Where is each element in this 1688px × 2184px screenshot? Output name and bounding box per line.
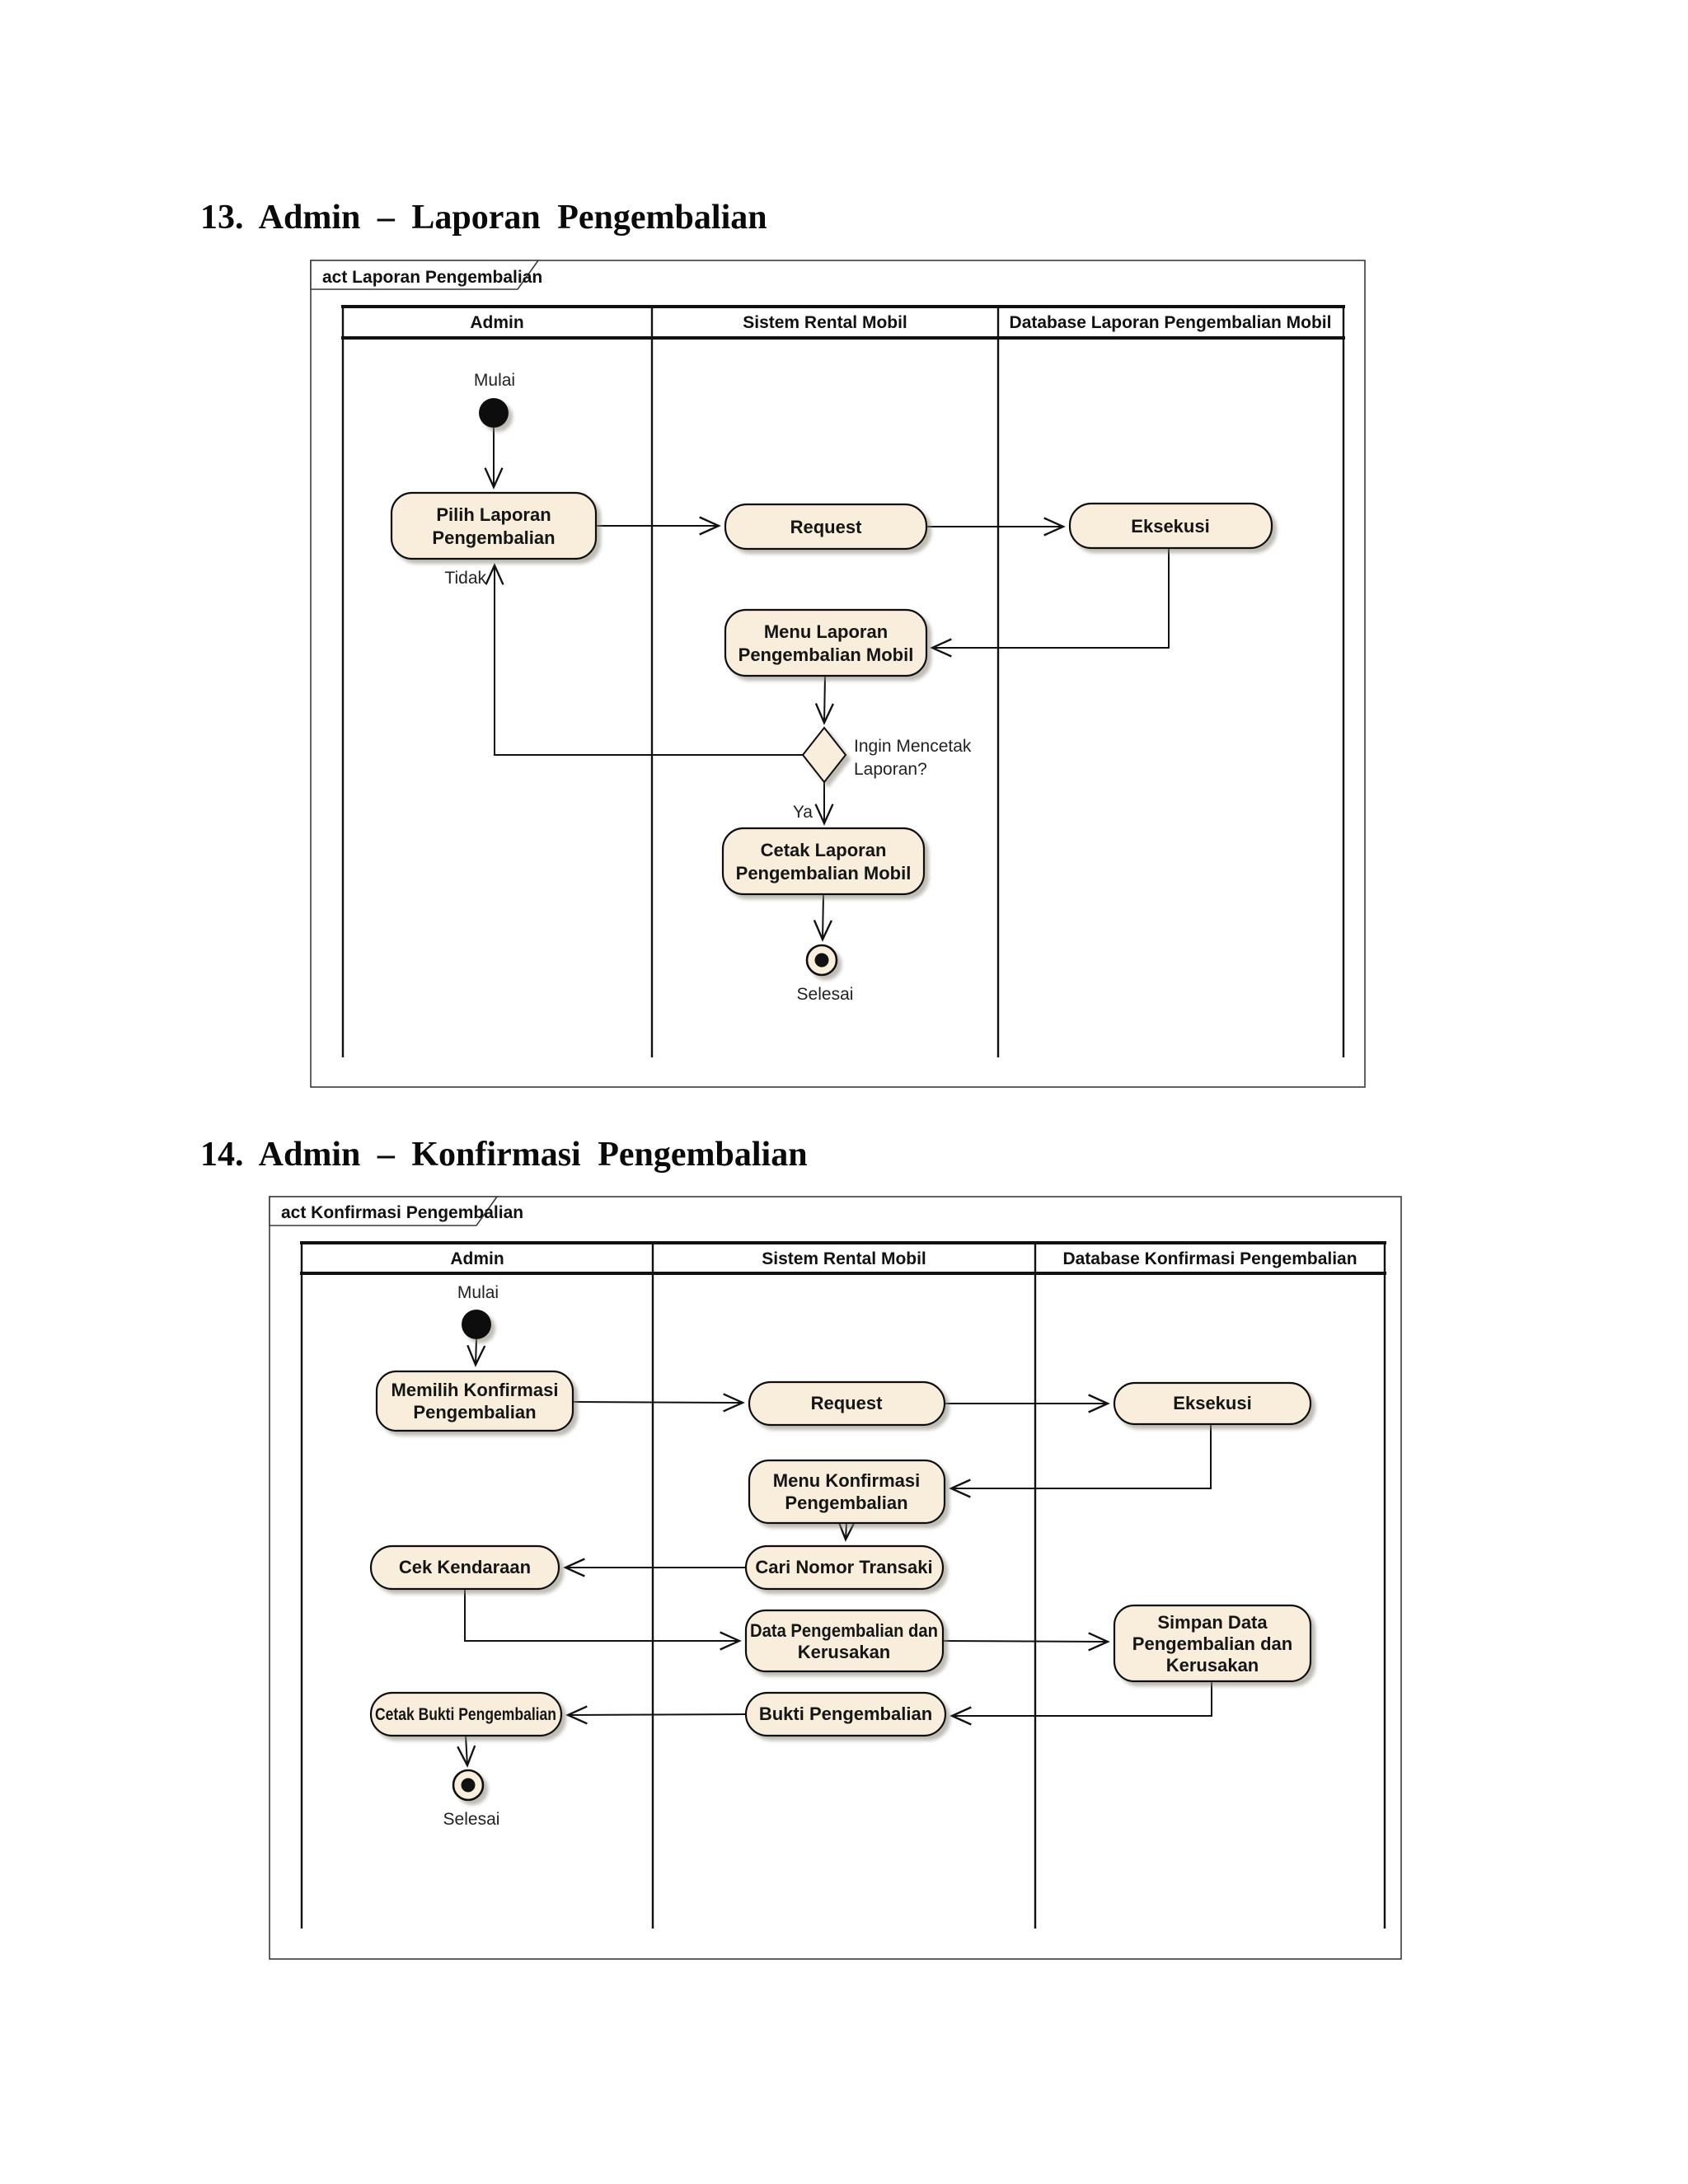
- flow-menu-to-decision: [814, 675, 834, 725]
- activity-shape: [748, 1380, 946, 1427]
- activity-label-line2: Pengembalian dan: [1132, 1633, 1292, 1654]
- frame-border: [310, 260, 1366, 1088]
- activity-shape: [1113, 1604, 1312, 1683]
- activity-shape: [1068, 502, 1273, 550]
- activity-label-line1: Cetak Bukti Pengembalian: [375, 1705, 556, 1724]
- frame-tab: [269, 1196, 499, 1226]
- end-node: Selesai: [797, 944, 854, 1004]
- activity-label-line1: Eksekusi: [1131, 516, 1209, 537]
- flow-eksekusi-to-menu: [930, 548, 1170, 658]
- decision-yes-label: Ya: [793, 803, 813, 822]
- activity-label-line2: Kerusakan: [798, 1642, 891, 1662]
- activity-label-line1: Pilih Laporan: [436, 504, 551, 525]
- lane-header-system: Sistem Rental Mobil: [743, 313, 907, 332]
- activity-label-line2: Pengembalian: [413, 1402, 536, 1422]
- end-node-inner: [814, 953, 829, 968]
- activity-shape: [1113, 1381, 1312, 1426]
- lane-header-admin: Admin: [450, 1249, 504, 1268]
- frame-border: [269, 1196, 1402, 1960]
- activity-menu-konfirmasi: Menu Konfirmasi Pengembalian: [748, 1459, 946, 1525]
- flow-decision-tidak-loop: [485, 563, 803, 756]
- section-13-heading: 13. Admin – Laporan Pengembalian: [200, 199, 767, 237]
- lane-header-admin: Admin: [470, 313, 523, 332]
- end-node-inner: [461, 1778, 476, 1793]
- lane-header-system: Sistem Rental Mobil: [762, 1249, 926, 1268]
- activity-label-line1: Bukti Pengembalian: [759, 1704, 932, 1724]
- activity-shape: [748, 1459, 946, 1525]
- activity-shape: [375, 1370, 574, 1432]
- activity-label-line3: Kerusakan: [1166, 1655, 1259, 1675]
- activity-eksekusi: Eksekusi: [1068, 502, 1273, 550]
- activity-cari-nomor-transaki: Cari Nomor Transaki: [744, 1544, 945, 1591]
- frame-tab: [310, 260, 540, 290]
- decision-question-line1: Ingin Mencetak: [854, 737, 972, 756]
- swimlane-table: Admin Sistem Rental Mobil Database Konfi…: [300, 1241, 1386, 1929]
- activity-shape: [721, 827, 926, 896]
- activity-label-line2: Pengembalian: [432, 527, 555, 548]
- activity-label-line1: Menu Laporan: [764, 621, 888, 642]
- decision-diamond: [801, 726, 847, 784]
- activity-cetak-laporan: Cetak Laporan Pengembalian Mobil: [721, 827, 926, 896]
- flow-bukti-to-cetakbukti: [565, 1705, 747, 1725]
- section-14-heading: 14. Admin – Konfirmasi Pengembalian: [200, 1136, 808, 1174]
- diagram-konfirmasi-pengembalian: act Konfirmasi Pengembalian Admin Sistem…: [269, 1196, 1402, 1960]
- start-label: Mulai: [474, 371, 515, 390]
- activity-simpan-data: Simpan Data Pengembalian dan Kerusakan: [1113, 1604, 1312, 1683]
- lane-header-database: Database Laporan Pengembalian Mobil: [1010, 313, 1332, 332]
- end-label: Selesai: [797, 985, 854, 1004]
- frame-tab-label: act Laporan Pengembalian: [322, 268, 542, 287]
- flow-cek-to-data: [464, 1589, 742, 1651]
- start-node: [462, 1310, 491, 1339]
- flow-cetakbukti-to-end: [457, 1735, 476, 1768]
- activity-label-line2: Pengembalian: [785, 1493, 907, 1513]
- activity-label-line1: Cek Kendaraan: [399, 1557, 531, 1577]
- activity-label-line1: Simpan Data: [1157, 1612, 1268, 1633]
- activity-shape: [724, 503, 928, 551]
- flow-eksekusi-to-menu: [949, 1424, 1212, 1498]
- activity-label-line1: Menu Konfirmasi: [773, 1470, 920, 1491]
- activity-shape: [369, 1544, 560, 1591]
- activity-data-pengembalian: Data Pengembalian dan Kerusakan: [744, 1609, 945, 1673]
- activity-shape: [390, 491, 598, 560]
- activity-eksekusi: Eksekusi: [1113, 1381, 1312, 1426]
- activity-label-line2: Pengembalian Mobil: [738, 644, 914, 665]
- activity-label-line1: Request: [811, 1393, 883, 1413]
- activity-shape: [724, 608, 928, 677]
- decision-ingin-mencetak: Ingin Mencetak Laporan? Tidak Ya: [444, 569, 971, 822]
- activity-label-line2: Pengembalian Mobil: [736, 863, 912, 883]
- start-node: [479, 398, 509, 428]
- end-node: Selesai: [443, 1769, 500, 1829]
- swimlane-table: Admin Sistem Rental Mobil Database Lapor…: [341, 305, 1345, 1057]
- frame-tab-label: act Konfirmasi Pengembalian: [281, 1203, 523, 1222]
- activity-label-line1: Cari Nomor Transaki: [755, 1557, 932, 1577]
- activity-memilih-konfirmasi: Memilih Konfirmasi Pengembalian: [375, 1370, 574, 1432]
- activity-shape: [744, 1609, 945, 1673]
- decision-question-line2: Laporan?: [854, 760, 927, 779]
- lane-header-database: Database Konfirmasi Pengembalian: [1062, 1249, 1357, 1268]
- diagram-laporan-pengembalian: act Laporan Pengembalian Admin Sistem Re…: [310, 260, 1366, 1088]
- activity-bukti-pengembalian: Bukti Pengembalian: [744, 1691, 947, 1737]
- start-label: Mulai: [457, 1283, 499, 1302]
- activity-menu-laporan: Menu Laporan Pengembalian Mobil: [724, 608, 928, 677]
- activity-request: Request: [748, 1380, 946, 1427]
- activity-shape: [744, 1691, 947, 1737]
- activity-label-line1: Memilih Konfirmasi: [392, 1380, 559, 1400]
- activity-shape: [744, 1544, 945, 1591]
- activity-request: Request: [724, 503, 928, 551]
- activity-cek-kendaraan: Cek Kendaraan: [369, 1544, 560, 1591]
- activity-label-line1: Request: [790, 517, 862, 537]
- flow-data-to-simpan: [942, 1632, 1110, 1652]
- flow-simpan-to-bukti: [950, 1681, 1212, 1726]
- activity-shape: [369, 1691, 563, 1737]
- activity-label-line1: Data Pengembalian dan: [750, 1620, 938, 1641]
- end-label: Selesai: [443, 1810, 500, 1829]
- activity-pilih-laporan: Pilih Laporan Pengembalian: [390, 491, 598, 560]
- decision-no-label: Tidak: [444, 569, 486, 588]
- activity-label-line1: Eksekusi: [1173, 1393, 1251, 1413]
- activity-label-line1: Cetak Laporan: [761, 840, 887, 860]
- activity-cetak-bukti: Cetak Bukti Pengembalian: [369, 1691, 563, 1737]
- flow-memilih-to-request: [572, 1393, 745, 1413]
